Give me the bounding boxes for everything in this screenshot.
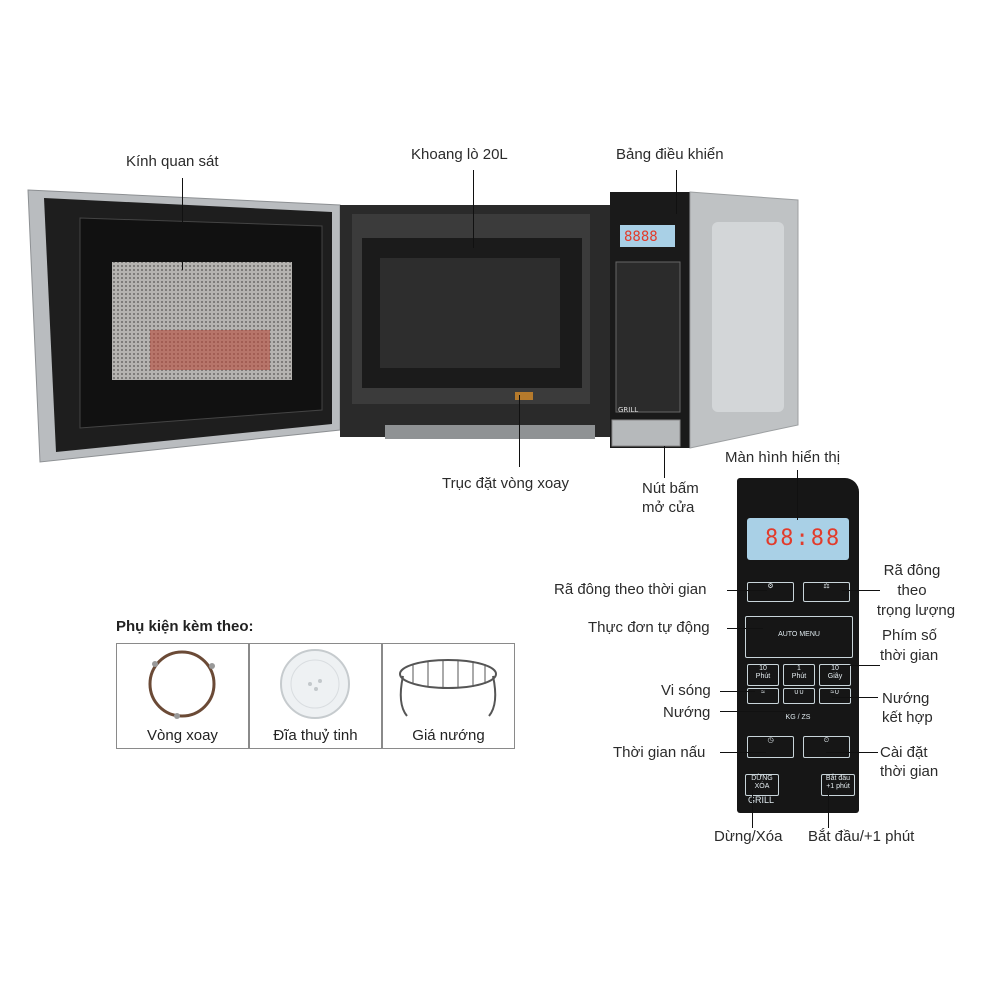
label-cai-dat-2: thời gian bbox=[880, 763, 939, 780]
label-vi-song: Vi sóng bbox=[661, 682, 711, 699]
grill-button[interactable]: ∪∪ bbox=[783, 688, 815, 704]
label-ra-dong-thoi-gian: Rã đông theo thời gian bbox=[554, 581, 707, 598]
accessory-grill-rack: Giá nướng bbox=[382, 643, 515, 749]
turntable-ring-icon bbox=[148, 650, 216, 719]
label-man-hinh: Màn hình hiển thị bbox=[725, 449, 841, 466]
label-dung-xoa: Dừng/Xóa bbox=[714, 828, 783, 845]
microwave-body: 8888 GRILL bbox=[340, 191, 799, 449]
num-key-unit: Giây bbox=[827, 673, 843, 680]
start-label-bottom: +1 phút bbox=[826, 783, 850, 790]
label-ra-dong-trong-luong-3: trọng lượng bbox=[876, 602, 956, 619]
label-bat-dau: Bắt đầu/+1 phút bbox=[808, 828, 915, 845]
defrost-weight-button[interactable]: ⚖ bbox=[803, 582, 850, 602]
label-phim-so-1: Phím số bbox=[882, 627, 938, 644]
stop-label-bottom: XÓA bbox=[754, 783, 770, 790]
open-door bbox=[27, 189, 341, 463]
combo-button[interactable]: ≈∪ bbox=[819, 688, 851, 704]
label-thoi-gian-nau: Thời gian nấu bbox=[613, 744, 706, 761]
label-bang-dieu-khien: Bảng điều khiển bbox=[616, 146, 724, 163]
label-kinh-quan-sat: Kính quan sát bbox=[126, 153, 219, 170]
line-thuc-don bbox=[727, 628, 763, 629]
accessory-glass-plate: Đĩa thuỷ tinh bbox=[249, 643, 382, 749]
label-nuong-ket-hop-1: Nướng bbox=[882, 690, 930, 707]
microwave-illustration: 8888 GRILL bbox=[27, 189, 799, 463]
cook-time-button[interactable]: ◷ bbox=[747, 736, 794, 758]
accessory-label: Vòng xoay bbox=[147, 727, 218, 744]
label-nuong: Nướng bbox=[663, 704, 711, 721]
line-bat-dau bbox=[828, 790, 829, 828]
svg-text:8888: 8888 bbox=[624, 229, 658, 245]
line-dung-xoa bbox=[752, 790, 753, 828]
label-cai-dat-1: Cài đặt bbox=[880, 744, 928, 761]
svg-text:GRILL: GRILL bbox=[618, 406, 638, 414]
label-phim-so-2: thời gian bbox=[880, 647, 939, 664]
display-screen: 88:88 bbox=[747, 518, 849, 560]
door-release-button bbox=[611, 419, 681, 447]
accessory-label: Giá nướng bbox=[412, 727, 485, 744]
line-vi-song bbox=[720, 691, 755, 692]
label-ra-dong-trong-luong-1: Rã đông bbox=[883, 562, 941, 579]
line-kinh bbox=[182, 178, 183, 270]
accessory-turntable-ring: Vòng xoay bbox=[116, 643, 249, 749]
accessory-label: Đĩa thuỷ tinh bbox=[273, 727, 358, 744]
label-nut-bam-2: mở cửa bbox=[642, 499, 695, 516]
line-nuong-kh bbox=[832, 697, 878, 698]
display-digits: 88:88 bbox=[765, 526, 842, 551]
num-key-value: 10 bbox=[831, 665, 839, 672]
accessories-title: Phụ kiện kèm theo: bbox=[116, 618, 254, 635]
grill-rack-icon bbox=[399, 659, 497, 717]
start-button[interactable]: Bắt đầu+1 phút bbox=[821, 774, 855, 796]
stop-label-top: DỪNG bbox=[751, 775, 773, 782]
line-ra-dong-tl bbox=[842, 590, 880, 591]
auto-menu-block[interactable]: AUTO MENU bbox=[745, 616, 853, 658]
num-key-value: 1 bbox=[797, 665, 801, 672]
num-key-unit: Phút bbox=[755, 673, 771, 680]
line-bang bbox=[676, 170, 677, 214]
line-nuong bbox=[720, 711, 790, 712]
num-key-unit: Phút bbox=[791, 673, 807, 680]
line-man-hinh bbox=[797, 470, 798, 520]
label-thuc-don: Thực đơn tự động bbox=[588, 619, 710, 636]
kg-label: KG / ZS bbox=[785, 714, 811, 721]
label-khoang-lo: Khoang lò 20L bbox=[411, 146, 508, 163]
line-tg-nau bbox=[720, 752, 766, 753]
line-cai-dat bbox=[826, 752, 878, 753]
microwave-button[interactable]: ≈ bbox=[747, 688, 779, 704]
line-phim-so bbox=[840, 665, 880, 666]
line-khoang bbox=[473, 170, 474, 248]
set-clock-button[interactable]: ⏲ bbox=[803, 736, 850, 758]
glass-plate-icon bbox=[280, 649, 350, 719]
start-label-top: Bắt đầu bbox=[825, 775, 851, 782]
auto-menu-label: AUTO MENU bbox=[778, 631, 820, 638]
label-nuong-ket-hop-2: kết hợp bbox=[882, 709, 933, 726]
grill-logo: GRILL bbox=[747, 795, 774, 805]
turntable-shaft bbox=[515, 392, 533, 400]
label-ra-dong-trong-luong-2: theo bbox=[897, 582, 927, 599]
label-truc-dat: Trục đặt vòng xoay bbox=[442, 475, 570, 492]
num-key-value: 10 bbox=[759, 665, 767, 672]
line-truc bbox=[519, 395, 520, 467]
defrost-time-button[interactable]: ⚙ bbox=[747, 582, 794, 602]
line-ra-dong-tg bbox=[727, 590, 767, 591]
line-nut bbox=[664, 446, 665, 478]
label-nut-bam-1: Nút bấm bbox=[642, 480, 699, 497]
